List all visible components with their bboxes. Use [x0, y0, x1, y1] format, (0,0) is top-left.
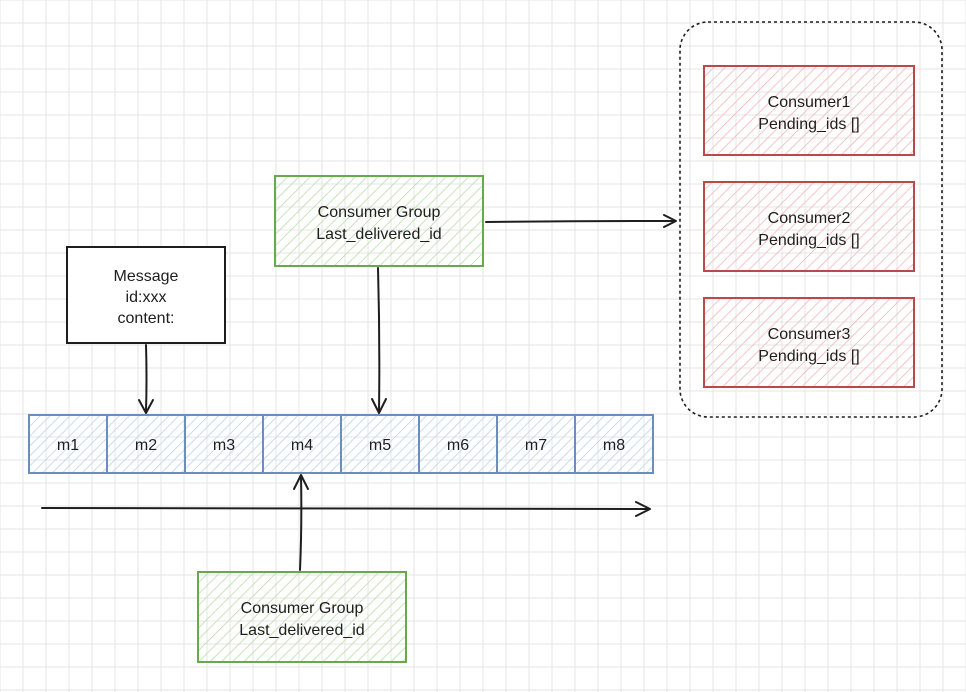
stream-cell-m6[interactable]: m6	[418, 414, 498, 474]
consumer-2-pending: Pending_ids []	[758, 232, 859, 249]
consumer-3-name: Consumer3	[768, 326, 851, 343]
arrow-bottom-group-to-m4	[293, 474, 309, 571]
consumer-group-top-title: Consumer Group	[318, 204, 441, 221]
consumer-3-pending: Pending_ids []	[758, 348, 859, 365]
arrow-group-to-consumers	[485, 214, 677, 228]
stream-cell-label: m2	[135, 437, 157, 454]
consumer-3-box[interactable]: Consumer3 Pending_ids []	[703, 297, 915, 388]
stream-cell-label: m4	[291, 437, 313, 454]
consumer-1-name: Consumer1	[768, 94, 851, 111]
consumer-1-pending: Pending_ids []	[758, 116, 859, 133]
stream-cell-m8[interactable]: m8	[574, 414, 654, 474]
stream-cell-label: m3	[213, 437, 235, 454]
consumer-1-box[interactable]: Consumer1 Pending_ids []	[703, 65, 915, 156]
consumer-group-bottom-box[interactable]: Consumer Group Last_delivered_id	[197, 571, 407, 663]
arrow-message-to-m2	[138, 344, 154, 414]
stream-cell-label: m1	[57, 437, 79, 454]
stream-cell-m5[interactable]: m5	[340, 414, 420, 474]
consumer-2-box[interactable]: Consumer2 Pending_ids []	[703, 181, 915, 272]
message-id: id:xxx	[126, 289, 167, 306]
stream-cell-label: m7	[525, 437, 547, 454]
stream-cell-m4[interactable]: m4	[262, 414, 342, 474]
arrow-group-to-m5	[371, 267, 387, 414]
stream-cell-m7[interactable]: m7	[496, 414, 576, 474]
consumer-group-bottom-last-delivered: Last_delivered_id	[239, 622, 364, 639]
stream-direction-arrow	[41, 501, 651, 517]
stream-cell-label: m6	[447, 437, 469, 454]
consumer-group-top-last-delivered: Last_delivered_id	[316, 226, 441, 243]
consumer-container	[679, 21, 943, 418]
consumer-group-bottom-title: Consumer Group	[241, 600, 364, 617]
stream-cell-m1[interactable]: m1	[28, 414, 108, 474]
stream-cell-label: m5	[369, 437, 391, 454]
message-content: content:	[118, 310, 175, 327]
message-title: Message	[114, 268, 179, 285]
stream-cell-m2[interactable]: m2	[106, 414, 186, 474]
consumer-2-name: Consumer2	[768, 210, 851, 227]
stream-cell-label: m8	[603, 437, 625, 454]
message-box[interactable]: Message id:xxx content:	[66, 246, 226, 344]
consumer-group-top-box[interactable]: Consumer Group Last_delivered_id	[274, 175, 484, 267]
stream-cell-m3[interactable]: m3	[184, 414, 264, 474]
stream-row: m1 m2 m3 m4 m5 m6 m7 m8	[28, 414, 654, 474]
